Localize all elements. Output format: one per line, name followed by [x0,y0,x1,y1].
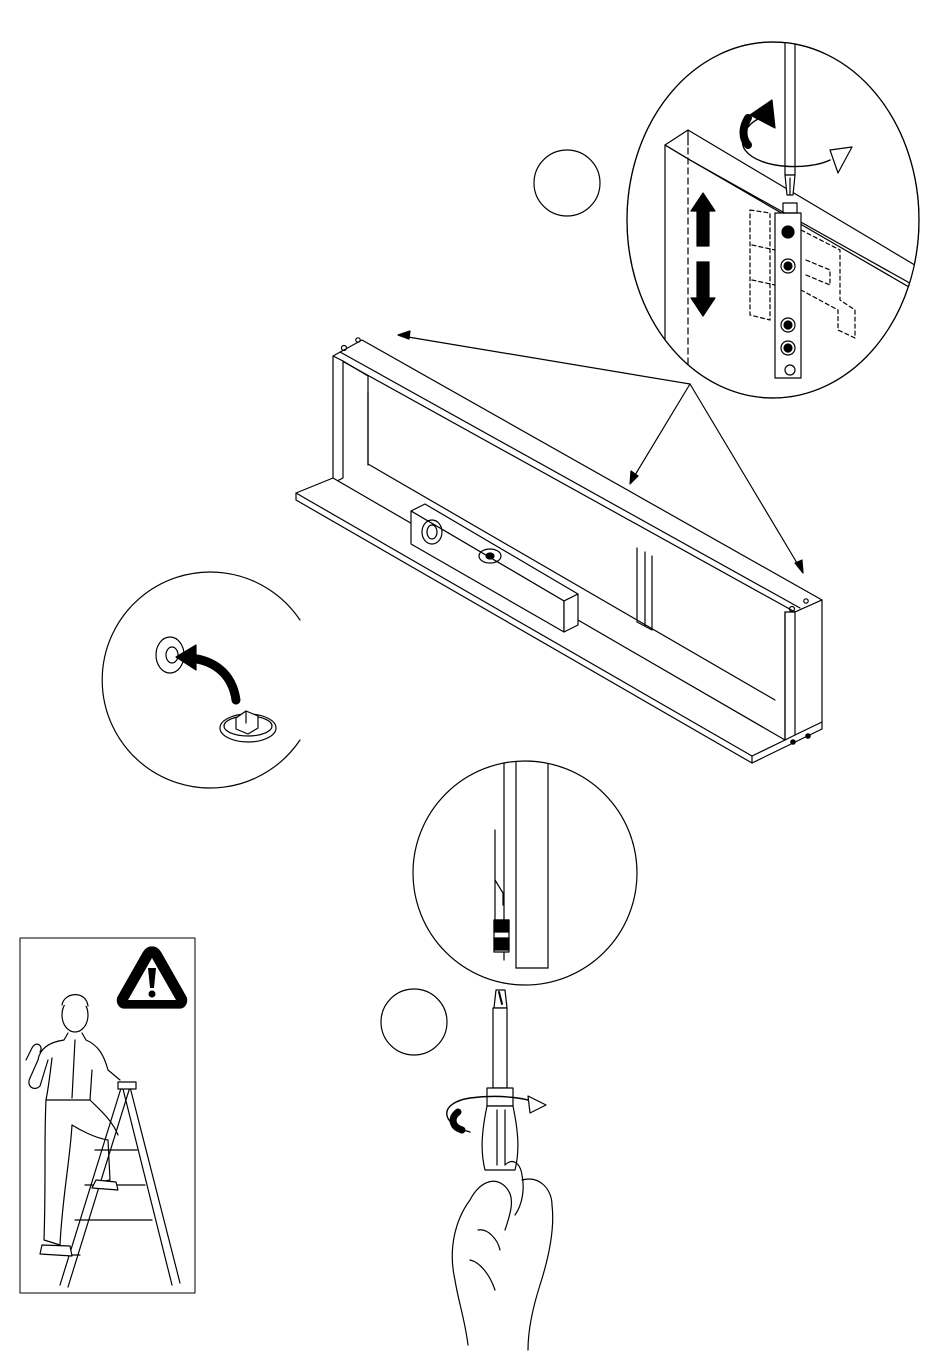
ladder-safety-warning [20,938,195,1293]
bottom-screw-detail [413,755,637,985]
cabinet-divider [637,548,652,630]
cabinet-right-side [785,600,822,740]
callout-circle-icon [381,989,447,1055]
hanging-fitting-detail [627,40,940,420]
curved-arrow-icon [176,645,236,700]
callout-circle-icon [534,150,600,216]
wall-cabinet [296,338,822,763]
cover-cap-detail [102,572,300,788]
cabinet-left-side [333,356,343,483]
screwdriver-hand [447,990,553,1350]
